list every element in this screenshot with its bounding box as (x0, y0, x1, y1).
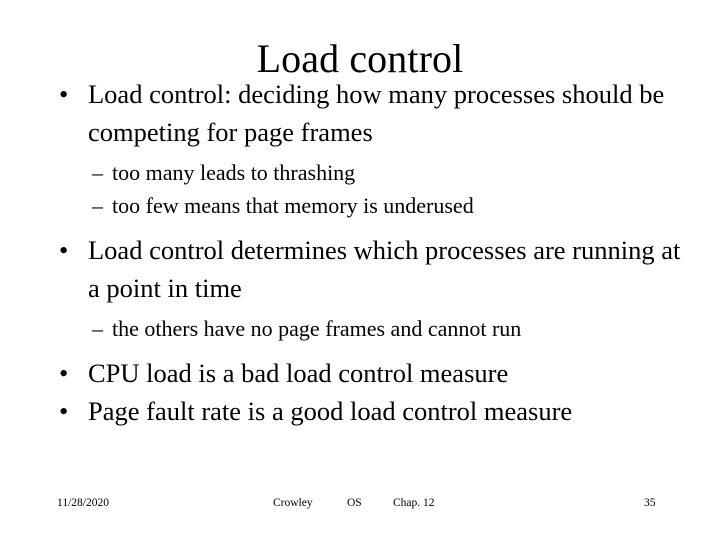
bullet-text: Load control determines which processes … (88, 235, 681, 303)
sub-bullet-text: too many leads to thrashing (112, 160, 356, 185)
bullet-item: • Load control determines which processe… (0, 232, 720, 307)
sub-bullet-item: – too many leads to thrashing (0, 156, 720, 189)
bullet-marker-icon: • (59, 395, 69, 426)
sub-bullet-item: – the others have no page frames and can… (0, 312, 720, 345)
sub-bullet-item: – too few means that memory is underused (0, 189, 720, 222)
bullet-marker-icon: • (59, 358, 69, 388)
footer-chapter: Chap. 12 (393, 497, 435, 509)
footer-course: OS (347, 497, 362, 509)
bullet-item: • Page fault rate is a good load control… (0, 393, 720, 431)
sub-bullet-dash-icon: – (92, 160, 103, 185)
bullet-text: CPU load is a bad load control measure (88, 358, 509, 388)
sub-bullet-text: too few means that memory is underused (112, 193, 474, 218)
slide-body: • Load control: deciding how many proces… (0, 76, 720, 430)
bullet-item: • CPU load is a bad load control measure (0, 355, 720, 393)
sub-bullet-text: the others have no page frames and canno… (112, 316, 522, 341)
bullet-text: Load control: deciding how many processe… (88, 79, 665, 147)
sub-bullet-dash-icon: – (92, 193, 103, 218)
footer-date: 11/28/2020 (57, 497, 109, 509)
footer-author: Crowley (273, 497, 313, 509)
sub-bullet-dash-icon: – (92, 316, 103, 341)
bullet-marker-icon: • (59, 79, 69, 109)
footer-page-number: 35 (644, 497, 656, 509)
bullet-text: Page fault rate is a good load control m… (88, 395, 573, 426)
slide-footer: 11/28/2020 Crowley OS Chap. 12 35 (0, 496, 720, 516)
bullet-marker-icon: • (59, 235, 69, 265)
bullet-item: • Load control: deciding how many proces… (0, 76, 720, 151)
slide-title: Load control (256, 35, 464, 81)
